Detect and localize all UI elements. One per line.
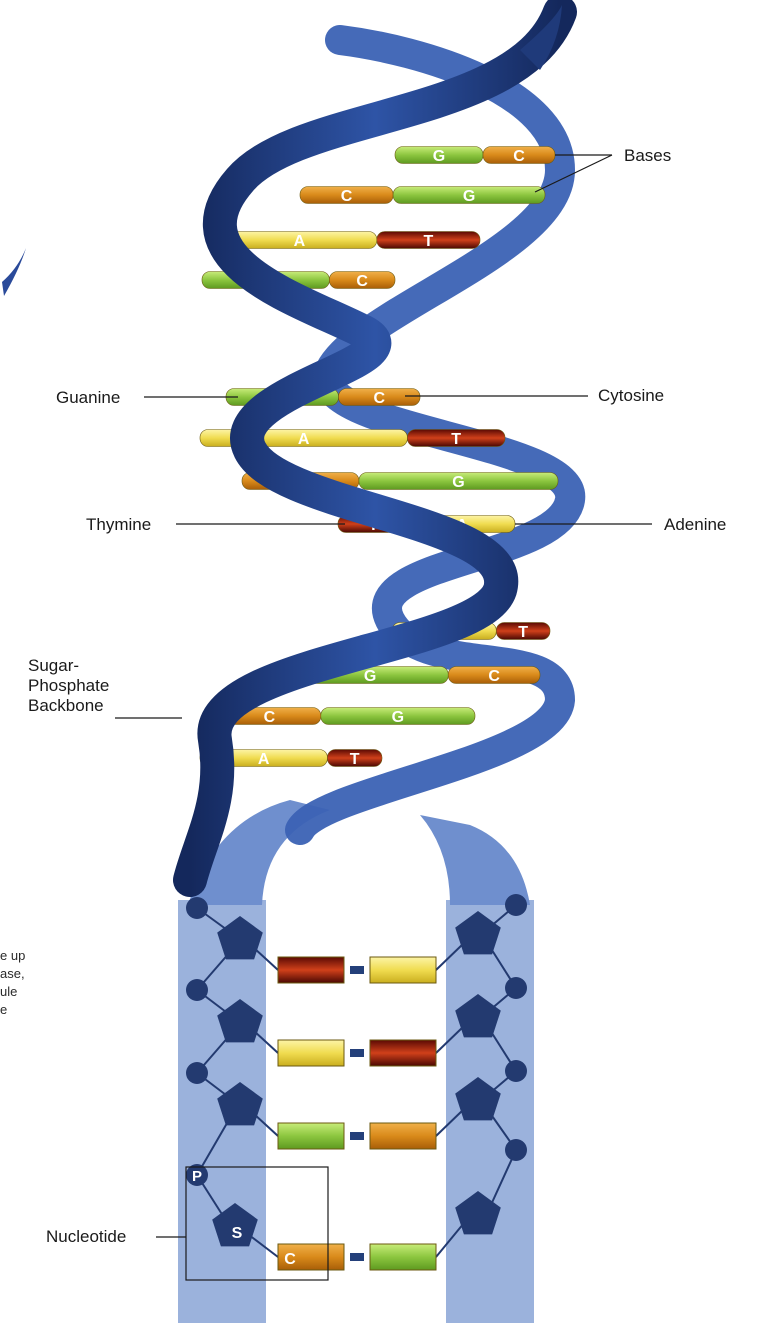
phosphate-letter: P <box>192 1168 202 1185</box>
ladder-base-thymine <box>370 1040 436 1066</box>
base-letter: C <box>284 1251 296 1268</box>
ladder-base-cytosine <box>370 1123 436 1149</box>
base-letter: T <box>451 431 461 448</box>
sugar-letter: S <box>232 1225 243 1242</box>
label-thymine: Thymine <box>86 515 151 535</box>
base-letter: C <box>513 148 525 165</box>
hydrogen-bond <box>350 1253 364 1261</box>
base-letter: C <box>341 188 353 205</box>
label-sugar-phosphate-backbone: Sugar- Phosphate Backbone <box>28 656 109 716</box>
phosphate-circle <box>505 1139 527 1161</box>
ladder-base-thymine <box>278 957 344 983</box>
base-letter: C <box>488 668 500 685</box>
base-letter: A <box>258 751 270 768</box>
phosphate-circle <box>505 1060 527 1082</box>
partial-helix-fragment <box>2 248 26 296</box>
ladder-base-adenine <box>370 957 436 983</box>
ladder-base-guanine <box>370 1244 436 1270</box>
phosphate-circle <box>186 1062 208 1084</box>
base-letter: G <box>364 668 376 685</box>
label-adenine: Adenine <box>664 515 726 535</box>
base-letter: G <box>452 474 464 491</box>
label-cytosine: Cytosine <box>598 386 664 406</box>
phosphate-circle <box>186 897 208 919</box>
base-letter: G <box>392 709 404 726</box>
ladder-base-adenine <box>278 1040 344 1066</box>
phosphate-circle <box>505 894 527 916</box>
hydrogen-bond <box>350 1049 364 1057</box>
phosphate-circle <box>505 977 527 999</box>
label-bases: Bases <box>624 146 671 166</box>
base-letter: T <box>424 233 434 250</box>
base-letter: A <box>294 233 306 250</box>
hydrogen-bond <box>350 966 364 974</box>
base-letter: G <box>433 148 445 165</box>
helix-to-ladder-right <box>420 815 530 905</box>
ladder-base-guanine <box>278 1123 344 1149</box>
base-letter: A <box>298 431 310 448</box>
base-letter: T <box>518 624 528 641</box>
phosphate-circle <box>186 979 208 1001</box>
label-nucleotide: Nucleotide <box>46 1227 126 1247</box>
base-letter: C <box>264 709 276 726</box>
label-guanine: Guanine <box>56 388 120 408</box>
base-letter: C <box>356 273 368 290</box>
base-letter: G <box>463 188 475 205</box>
cut-off-side-note: e up ase, ule e <box>0 947 25 1019</box>
base-letter: T <box>350 751 360 768</box>
base-letter: C <box>373 390 385 407</box>
hydrogen-bond <box>350 1132 364 1140</box>
